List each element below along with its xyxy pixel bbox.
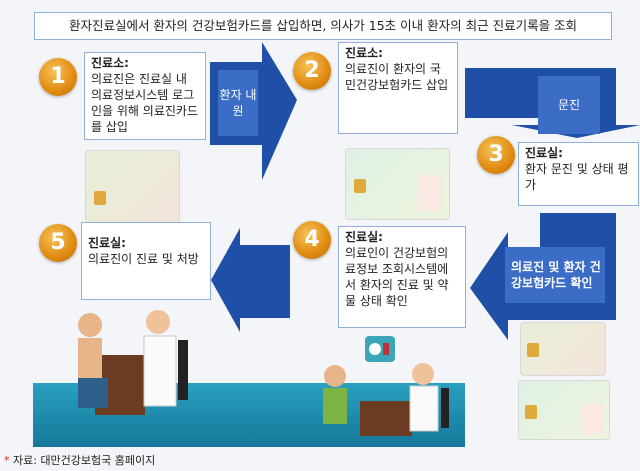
doctor-consulting-patient-illustration [323, 336, 449, 436]
arrow-label-card-check: 의료진 및 환자 건강보험카드 확인 [505, 247, 605, 303]
step-box-5: 진료실: 의료진이 진료 및 처방 [81, 222, 211, 300]
footnote-star: * [4, 454, 10, 467]
step-badge-3: 3 [477, 136, 515, 174]
step-box-3: 진료실: 환자 문진 및 상태 평가 [518, 142, 639, 206]
step-badge-1: 1 [39, 58, 77, 96]
step-title: 진료실: [525, 146, 563, 160]
health-insurance-card-image [345, 148, 450, 220]
health-insurance-card-image-2 [518, 380, 610, 440]
step-title: 진료실: [345, 230, 383, 244]
step-box-1: 진료소: 의료진은 진료실 내 의료정보시스템 로그인을 위해 의료진카드를 삽… [84, 52, 206, 140]
step-text: 의료진이 진료 및 처방 [88, 252, 199, 266]
step-title: 진료소: [91, 56, 129, 70]
step-title: 진료소: [345, 46, 383, 60]
step-text: 의료진이 환자의 국민건강보험카드 삽입 [345, 62, 449, 92]
step-text: 의료진은 진료실 내 의료정보시스템 로그인을 위해 의료진카드를 삽입 [91, 72, 198, 134]
step-badge-4: 4 [293, 221, 331, 259]
footnote-text: 자료: 대만건강보험국 홈페이지 [13, 454, 156, 467]
arrow-label-patient-visit: 환자 내원 [218, 70, 258, 136]
diagram-header: 환자진료실에서 환자의 건강보험카드를 삽입하면, 의사가 15초 이내 환자의… [34, 12, 612, 40]
step-badge-5: 5 [39, 224, 77, 262]
arrow-step4-to-5 [211, 228, 290, 332]
medical-staff-card-image-2 [520, 322, 606, 376]
step-title: 진료실: [88, 236, 126, 250]
step-text: 의료인이 건강보험의료정보 조회시스템에서 환자의 진료 및 약물 상태 확인 [345, 246, 449, 308]
source-footnote: * 자료: 대만건강보험국 홈페이지 [4, 452, 155, 468]
step-badge-2: 2 [293, 52, 331, 90]
step-box-4: 진료실: 의료인이 건강보험의료정보 조회시스템에서 환자의 진료 및 약물 상… [338, 226, 466, 328]
arrow-label-interview: 문진 [538, 76, 600, 134]
step-text: 환자 문진 및 상태 평가 [525, 162, 629, 192]
doctor-examining-patient-illustration [78, 310, 188, 415]
step-box-2: 진료소: 의료진이 환자의 국민건강보험카드 삽입 [338, 42, 458, 134]
